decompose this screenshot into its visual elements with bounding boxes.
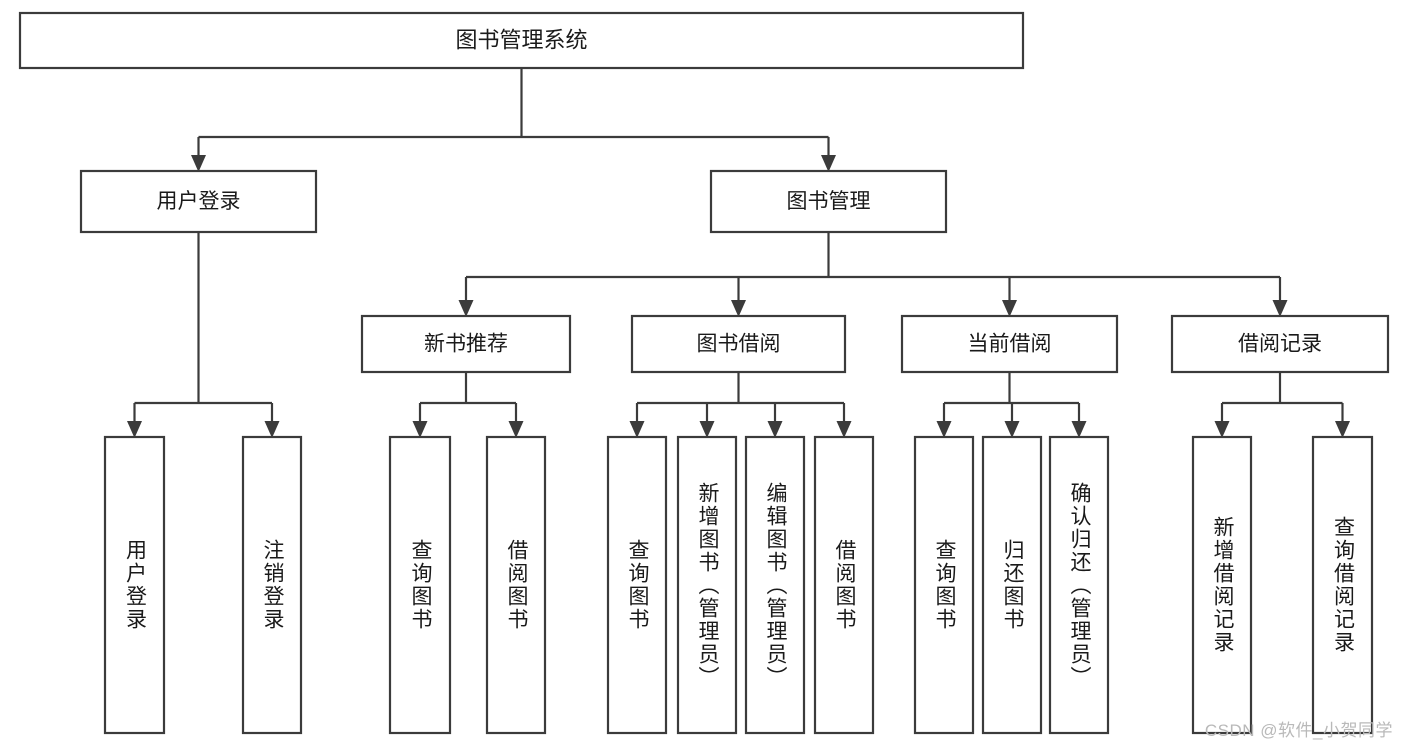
arrow-head-leaf-query-book-cur	[936, 421, 952, 438]
arrow-head-leaf-borrow-book-rec	[508, 421, 524, 438]
arrow-head-leaf-query-record	[1335, 421, 1350, 438]
node-box-leaf-query-book[interactable]	[606, 435, 668, 735]
node-label-new-book-rec: 新书推荐	[424, 333, 508, 356]
node-box-leaf-query-book-rec[interactable]	[388, 435, 452, 735]
arrow-head-leaf-borrow-book	[836, 421, 852, 438]
watermark-text: CSDN @软件_小贺同学	[1204, 721, 1393, 740]
arrow-head-borrow-record	[1272, 300, 1288, 317]
arrow-head-leaf-confirm-return	[1071, 421, 1087, 438]
node-label-current-borrow: 当前借阅	[968, 333, 1052, 356]
node-box-leaf-return-book[interactable]	[981, 435, 1043, 735]
arrow-head-book-manage	[821, 155, 836, 172]
node-box-leaf-edit-book[interactable]	[744, 435, 806, 735]
node-box-borrow-record[interactable]	[1170, 314, 1390, 374]
node-box-leaf-borrow-book-rec[interactable]	[485, 435, 547, 735]
arrow-head-leaf-edit-book	[767, 421, 783, 438]
arrow-head-leaf-add-record	[1214, 421, 1230, 438]
node-box-leaf-borrow-book[interactable]	[813, 435, 875, 735]
arrow-head-user-login	[191, 155, 206, 172]
node-box-current-borrow[interactable]	[900, 314, 1119, 374]
arrow-head-leaf-query-book-rec	[412, 421, 428, 438]
arrow-head-leaf-return-book	[1004, 421, 1020, 438]
node-label-book-borrow: 图书借阅	[697, 333, 781, 356]
node-label-book-manage: 图书管理	[787, 190, 871, 213]
node-box-leaf-confirm-return[interactable]	[1048, 435, 1110, 735]
node-box-leaf-logout[interactable]	[241, 435, 303, 735]
arrow-head-leaf-logout	[264, 421, 280, 438]
node-label-root: 图书管理系统	[455, 27, 587, 52]
node-box-book-manage[interactable]	[709, 169, 948, 234]
node-box-book-borrow[interactable]	[630, 314, 847, 374]
node-label-user-login: 用户登录	[157, 190, 241, 213]
arrow-head-new-book-rec	[458, 300, 474, 317]
node-box-leaf-add-book[interactable]	[676, 435, 738, 735]
node-box-leaf-user-login[interactable]	[103, 435, 166, 735]
node-label-borrow-record: 借阅记录	[1238, 333, 1322, 356]
node-box-layer	[18, 11, 1390, 735]
node-box-leaf-add-record[interactable]	[1191, 435, 1253, 735]
arrow-head-current-borrow	[1002, 300, 1017, 317]
arrow-head-leaf-add-book	[699, 421, 715, 438]
connector-layer	[127, 68, 1350, 438]
node-box-leaf-query-book-cur[interactable]	[913, 435, 975, 735]
arrow-head-leaf-user-login	[127, 421, 142, 438]
node-box-root[interactable]	[18, 11, 1025, 70]
node-box-user-login[interactable]	[79, 169, 318, 234]
node-box-new-book-rec[interactable]	[360, 314, 572, 374]
arrow-head-leaf-query-book	[629, 421, 645, 438]
node-box-leaf-query-record[interactable]	[1311, 435, 1374, 735]
arrow-head-book-borrow	[731, 300, 746, 317]
